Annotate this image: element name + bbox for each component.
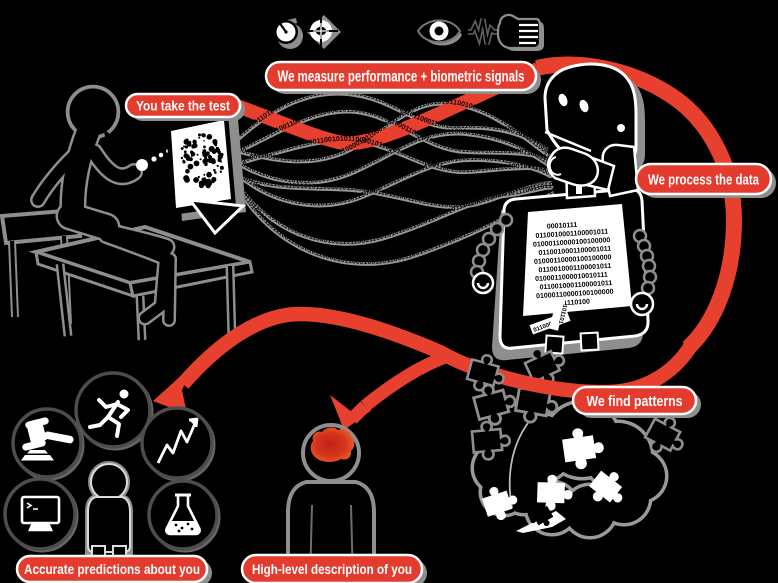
svg-text:We process the data: We process the data [648,171,759,188]
svg-text:00010111: 00010111 [547,222,578,231]
svg-text:We find patterns: We find patterns [587,393,683,410]
svg-text:0110010001100001011: 0110010001100001011 [538,263,611,274]
svg-text:0110010001100001011: 0110010001100001011 [539,280,612,291]
svg-text:01000110000100100000: 01000110000100100000 [534,254,612,266]
svg-text:We measure performance + biome: We measure performance + biometric signa… [278,69,525,86]
svg-text:01110100: 01110100 [559,299,590,308]
svg-text:01000110000100100000: 01000110000100100000 [536,289,614,301]
svg-text:You take the test: You take the test [136,97,230,113]
svg-text:Accurate predictions about you: Accurate predictions about you [24,562,200,577]
svg-text:01000110000100100000: 01000110000100100000 [533,237,611,249]
svg-text:0110010001100001011: 0110010001100001011 [538,246,611,257]
svg-text:101101: 101101 [557,304,568,325]
svg-text:0100011000010010111: 0100011000010010111 [535,272,608,283]
svg-text:0110010001100001011: 0110010001100001011 [535,229,608,240]
svg-text:High-level description of you: High-level description of you [252,562,412,577]
